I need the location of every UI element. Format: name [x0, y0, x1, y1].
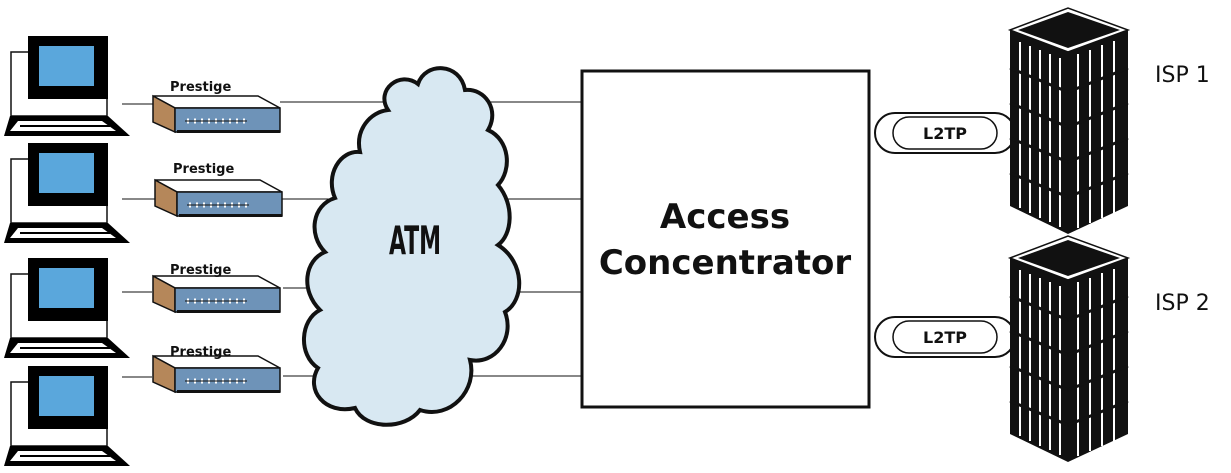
l2tp-tunnel: L2TP	[874, 316, 1016, 358]
isp-building-icon	[1008, 234, 1130, 464]
isp-building-icon	[1008, 6, 1130, 236]
prestige-modem-icon	[153, 276, 280, 313]
connection-lines	[122, 101, 582, 378]
prestige-label: Prestige	[170, 345, 231, 360]
desktop-computer-icon	[3, 142, 131, 244]
access-concentrator-label-line1: Access	[660, 197, 790, 237]
atm-label: ATM	[389, 218, 441, 264]
access-concentrator-label-line2: Concentrator	[599, 243, 852, 283]
access-concentrator-box	[580, 69, 871, 409]
prestige-label: Prestige	[170, 80, 231, 95]
prestige-label: Prestige	[173, 162, 234, 177]
desktop-computer-icon	[3, 365, 131, 467]
atm-cloud	[302, 66, 522, 427]
prestige-modem-icon	[153, 356, 280, 393]
prestige-modem-icon	[155, 180, 282, 217]
l2tp-tunnel: L2TP	[874, 112, 1016, 154]
desktop-computer-icon	[3, 257, 131, 359]
pcs	[3, 35, 131, 467]
prestige-modem-icon	[153, 96, 280, 133]
desktop-computer-icon	[3, 35, 131, 137]
isp-label: ISP 2	[1155, 291, 1210, 316]
isp-label: ISP 1	[1155, 63, 1210, 88]
l2tp-label: L2TP	[923, 328, 967, 347]
l2tp-label: L2TP	[923, 124, 967, 143]
prestige-label: Prestige	[170, 263, 231, 278]
